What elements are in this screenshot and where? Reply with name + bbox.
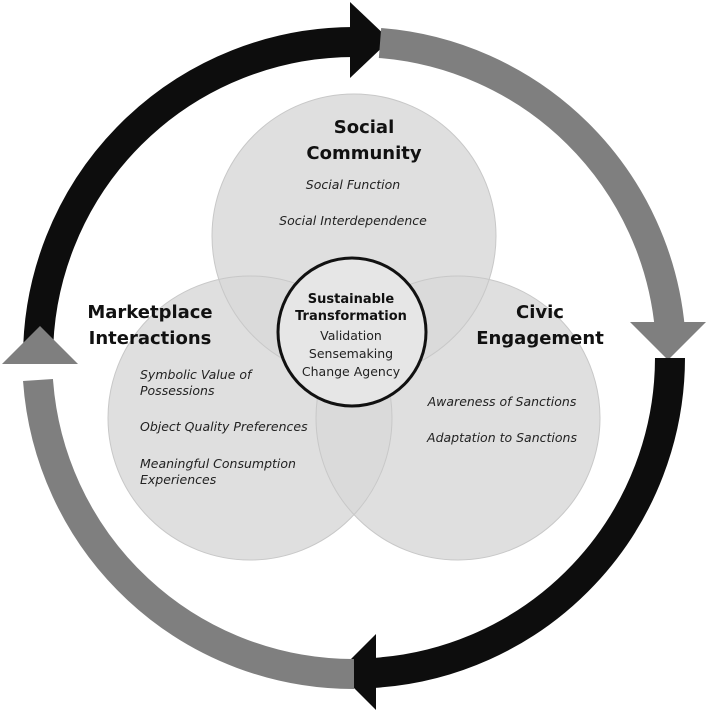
civic-title-line1: Civic: [516, 302, 564, 323]
civic-item-2: Adaptation to Sanctions: [426, 430, 577, 445]
center-title-line2: Transformation: [295, 309, 407, 324]
cycle-arrow-gray-right: [378, 28, 685, 332]
cycle-arrow-dark-top: [23, 27, 355, 359]
social-item-2: Social Interdependence: [279, 213, 427, 228]
social-community-group: Social Community Social Function Social …: [279, 117, 427, 228]
civic-item-1: Awareness of Sanctions: [427, 394, 577, 409]
venn-circles: [107, 93, 601, 561]
cycle-arrow-dark-bottom: [371, 357, 685, 688]
center-item-1: Validation: [320, 328, 382, 343]
social-item-1: Social Function: [306, 177, 400, 192]
marketplace-group: Marketplace Interactions Symbolic Value …: [87, 302, 308, 487]
sustainable-transformation-circle: [276, 256, 428, 408]
marketplace-item-1b: Possessions: [140, 383, 215, 398]
arrowhead-dark-top-icon: [350, 2, 390, 78]
marketplace-title-line2: Interactions: [89, 328, 212, 349]
civic-title-line2: Engagement: [476, 328, 604, 349]
civic-group: Civic Engagement Awareness of Sanctions …: [426, 302, 604, 445]
social-title-line2: Community: [306, 143, 421, 164]
marketplace-title-line1: Marketplace: [87, 302, 212, 323]
marketplace-item-3a: Meaningful Consumption: [140, 456, 296, 471]
arrowhead-gray-left-icon: [2, 326, 78, 364]
cycle-arrow-gray-left: [23, 378, 355, 690]
center-group: Sustainable Transformation Validation Se…: [295, 292, 407, 379]
center-item-2: Sensemaking: [309, 346, 393, 361]
arrowhead-gray-right-icon: [630, 322, 706, 360]
center-item-3: Change Agency: [302, 364, 401, 379]
center-title-line1: Sustainable: [308, 292, 395, 307]
marketplace-item-2: Object Quality Preferences: [140, 419, 308, 434]
marketplace-item-3b: Experiences: [140, 472, 217, 487]
social-title-line1: Social: [334, 117, 395, 138]
marketplace-item-1a: Symbolic Value of: [140, 367, 253, 382]
arrowhead-dark-bottom-icon: [338, 634, 376, 710]
